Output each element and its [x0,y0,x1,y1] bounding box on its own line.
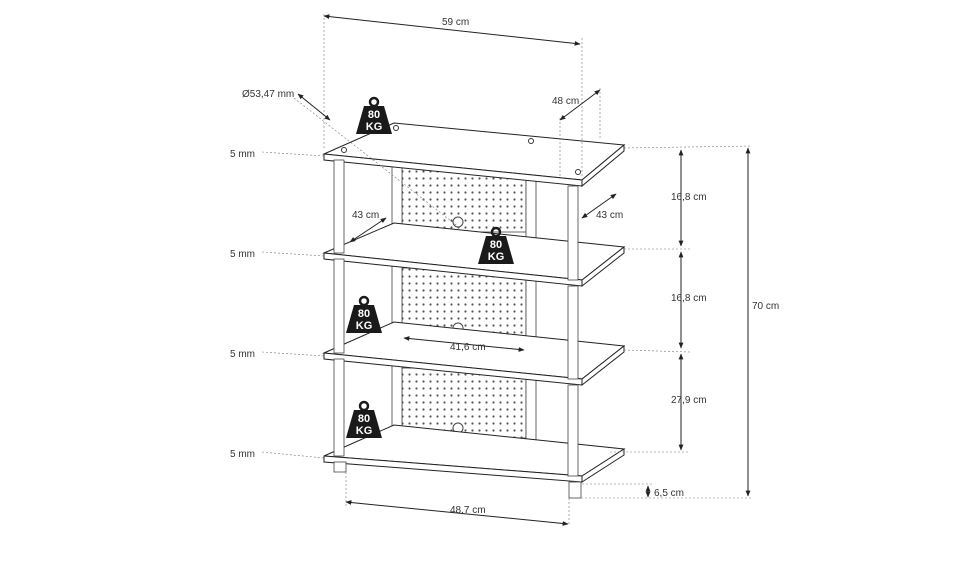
svg-text:80: 80 [490,239,502,251]
label-height-top: 16,8 cm [671,192,707,203]
weight-icon: 80 KG [478,226,514,264]
arrow-shelf-depth-left [349,217,387,243]
shelves [322,122,626,483]
label-diameter: Ø53,47 mm [242,89,294,100]
weight-icon: 80 KG [356,96,392,134]
arrow-inner-width [403,336,525,352]
label-shelf-depth-left: 43 cm [352,210,379,221]
label-depth: 48 cm [552,96,579,107]
front-posts [333,125,582,499]
svg-text:80: 80 [358,308,370,320]
label-base-width: 48,7 cm [450,505,486,516]
dimension-labels: 59 cm 48 cm Ø53,47 mm 43 cm 43 cm 16,8 c… [230,17,779,516]
label-shelf-depth-right: 43 cm [596,210,623,221]
arrow-shelf-depth-right [581,193,617,219]
thickness-label: 5 mm [230,349,255,360]
arrow-width [323,14,581,46]
weight-icon: 80 KG [346,295,382,333]
label-width: 59 cm [442,17,469,28]
label-foot-height: 6,5 cm [654,488,684,499]
label-height-middle: 16,8 cm [671,293,707,304]
thickness-label: 5 mm [230,149,255,160]
svg-text:KG: KG [488,251,505,263]
arrow-base-width [345,500,569,526]
label-height-bottom: 27,9 cm [671,395,707,406]
svg-text:80: 80 [368,109,380,121]
arrow-depth [559,89,601,121]
label-total-height: 70 cm [752,301,779,312]
label-inner-width: 41,6 cm [450,342,486,353]
svg-text:KG: KG [366,121,383,133]
svg-text:KG: KG [356,320,373,332]
dimension-arrows [297,14,751,526]
back-panels [401,159,527,439]
thickness-label: 5 mm [230,249,255,260]
svg-text:80: 80 [358,413,370,425]
thickness-label: 5 mm [230,449,255,460]
svg-text:KG: KG [356,425,373,437]
weight-icon: 80 KG [346,400,382,438]
arrow-diameter [297,93,331,121]
